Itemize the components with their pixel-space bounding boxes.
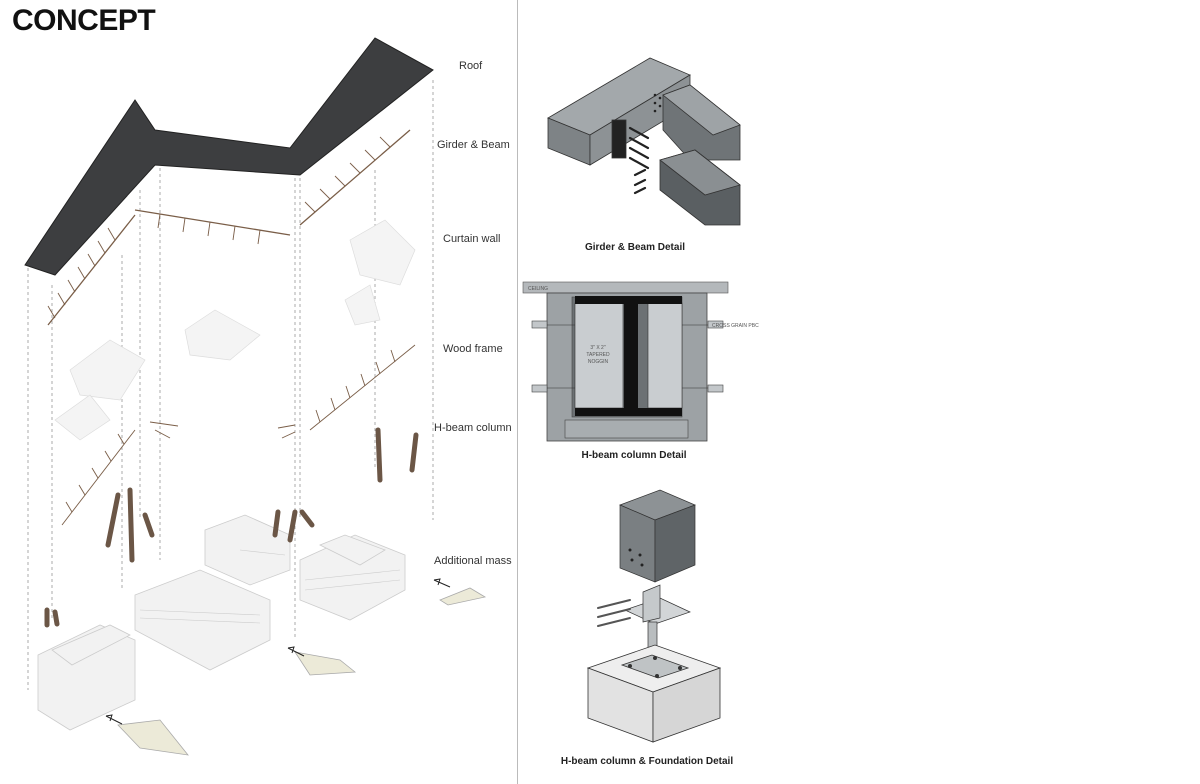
curtain-wall-ghost xyxy=(54,219,416,441)
direction-arrows xyxy=(105,578,451,725)
building-window-lines xyxy=(139,549,401,624)
h-beam-section xyxy=(575,296,682,416)
additional-mass-buildings xyxy=(37,514,406,731)
ceiling-label: CEILING xyxy=(528,286,548,292)
panel-divider xyxy=(517,0,518,784)
layer-label-wood-frame: Wood frame xyxy=(443,343,503,355)
girder-beam-ticks xyxy=(47,136,391,319)
h-beam-columns xyxy=(44,427,419,628)
page-title: CONCEPT xyxy=(12,4,156,37)
layer-label-additional-mass: Additional mass xyxy=(434,555,512,567)
roof-surface xyxy=(24,37,434,276)
layer-label-curtain-wall: Curtain wall xyxy=(443,233,501,245)
nogging-label-line2: TAPERED xyxy=(586,352,610,358)
nogging-label-line1: 3" X 2" xyxy=(590,345,605,351)
nogging-label-line3: NOGGIN xyxy=(588,359,609,365)
caption-foundation-detail: H-beam column & Foundation Detail xyxy=(560,756,734,767)
layer-label-roof: Roof xyxy=(459,60,483,72)
girder-beam-ribs xyxy=(47,129,411,326)
cross-grain-label: CROSS GRAIN PBC xyxy=(712,323,759,329)
projection-lines xyxy=(27,80,434,690)
layer-label-h-beam-column: H-beam column xyxy=(434,422,512,434)
wood-frame-ribs xyxy=(61,344,416,526)
site-plates xyxy=(117,587,487,756)
caption-h-beam-column-detail: H-beam column Detail xyxy=(581,450,687,461)
caption-girder-beam-detail: Girder & Beam Detail xyxy=(584,242,686,253)
layer-label-girder-beam: Girder & Beam xyxy=(437,139,510,151)
exploded-axonometric-diagram xyxy=(24,37,487,756)
